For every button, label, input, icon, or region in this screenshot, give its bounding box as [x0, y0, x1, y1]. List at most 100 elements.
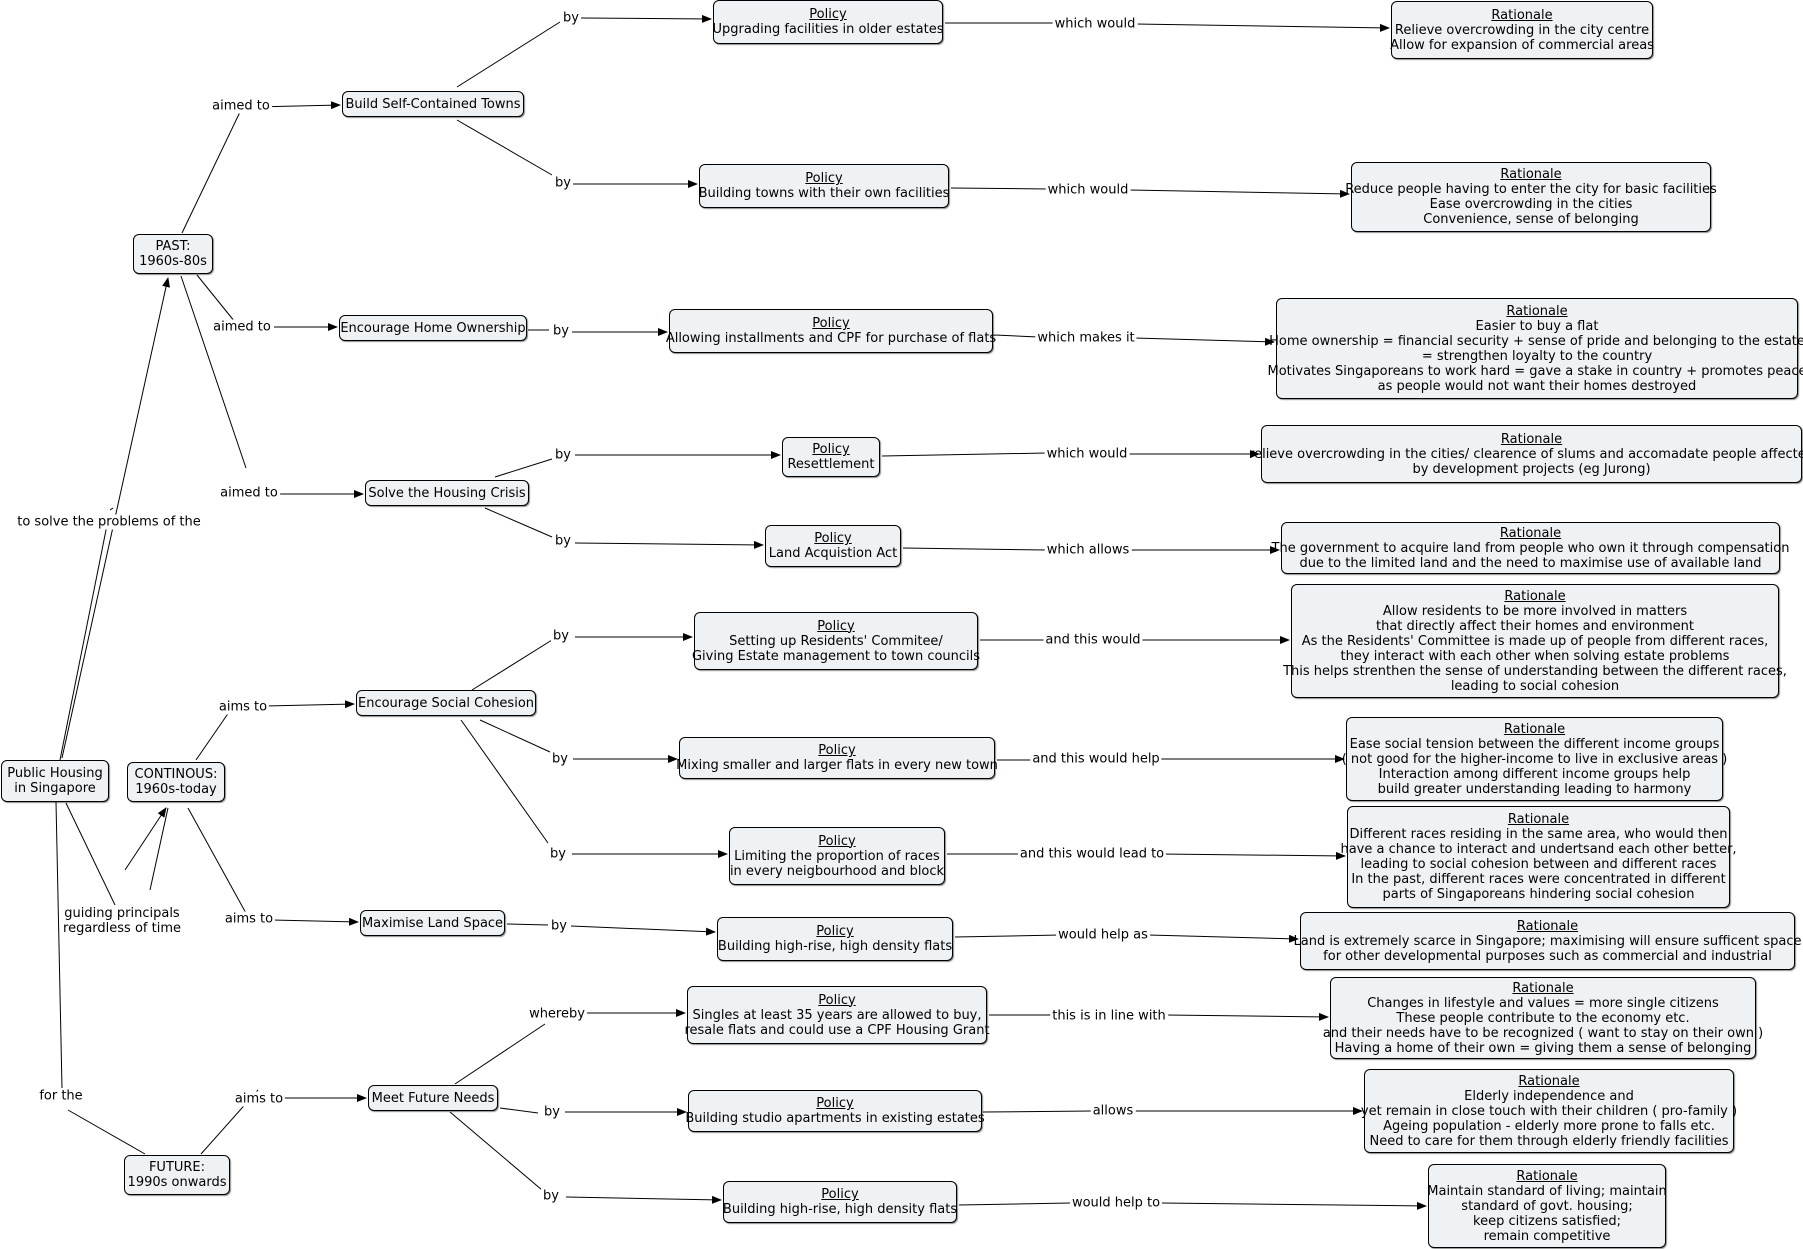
node-text-line: as people would not want their homes des…: [1377, 378, 1697, 394]
node-text-line: Limiting the proportion of races: [734, 848, 940, 864]
link-label-which-makes-it: which makes it: [1035, 330, 1137, 346]
node-text-line: leading to social cohesion: [1450, 678, 1620, 694]
node-header: Policy: [818, 833, 856, 849]
node-past[interactable]: PAST:1960s-80s: [133, 234, 213, 274]
link-label-aimed-to-2: aimed to: [211, 319, 273, 335]
node-text-line: Building studio apartments in existing e…: [685, 1111, 985, 1126]
arrow-connector: [124, 807, 167, 871]
node-text-line: This helps strenthen the sense of unders…: [1283, 663, 1787, 679]
node-text-line: Allow for expansion of commercial areas: [1390, 37, 1654, 53]
node-header: Policy: [816, 1096, 854, 1111]
node-home-ownership[interactable]: Encourage Home Ownership: [339, 315, 527, 341]
link-label-by-12: by: [541, 1188, 561, 1204]
link-label-which-would-1: which would: [1052, 16, 1138, 32]
link-label-by-8: by: [548, 846, 568, 862]
arrow-connector: [1165, 1012, 1329, 1021]
node-text-line: Build Self-Contained Towns: [345, 96, 521, 112]
node-text-line: Upgrading facilities in older estates: [712, 22, 944, 37]
node-text-line: Maintain standard of living; maintain: [1427, 1183, 1667, 1199]
connector-line: [187, 807, 248, 916]
node-text-line: resale flats and could use a CPF Housing…: [684, 1022, 990, 1038]
node-text-line: Easier to buy a flat: [1475, 318, 1599, 334]
node-text-line: Elderly independence and: [1464, 1088, 1634, 1104]
node-text-line: Ease overcrowding in the cities: [1429, 197, 1633, 212]
node-header: Rationale: [1518, 1073, 1580, 1089]
connector-line: [506, 923, 549, 926]
node-header: Policy: [812, 316, 850, 331]
link-label-line: regardless of time: [63, 921, 181, 936]
node-future[interactable]: FUTURE:1990s onwards: [124, 1155, 230, 1195]
node-text-line: Building high-rise, high density flats: [722, 1202, 958, 1217]
node-header: Policy: [818, 992, 856, 1008]
node-header: Policy: [809, 7, 847, 22]
connector-line: [954, 934, 1061, 938]
link-label-line: guiding principals: [64, 906, 180, 921]
node-header: Rationale: [1500, 167, 1562, 182]
node-text-line: for other developmental purposes such as…: [1323, 948, 1772, 964]
node-text-line: 1990s onwards: [127, 1175, 227, 1190]
connector-line: [456, 119, 553, 176]
link-label-by-2: by: [553, 175, 573, 191]
connector-line: [958, 1202, 1071, 1206]
arrow-connector: [1127, 189, 1350, 198]
node-text-line: ( not good for the higher-income to live…: [1341, 751, 1728, 767]
node-text-line: that directly affect their homes and env…: [1376, 618, 1694, 634]
node-text-line: remain competitive: [1483, 1228, 1611, 1244]
node-text-line: Convenience, sense of belonging: [1423, 212, 1639, 227]
node-future-needs[interactable]: Meet Future Needs: [368, 1085, 498, 1111]
node-header: Rationale: [1516, 1168, 1578, 1184]
link-label-and-this-would: and this would: [1043, 632, 1143, 648]
link-label-would-help-to: would help to: [1069, 1195, 1163, 1211]
node-text-line: Solve the Housing Crisis: [368, 485, 526, 501]
node-text-line: Ease social tension between the differen…: [1349, 736, 1720, 752]
node-text-line: by development projects (eg Jurong): [1412, 461, 1651, 477]
connector-line: [55, 801, 63, 1089]
node-text-line: Public Housing: [7, 766, 103, 781]
node-text-line: 1960s-today: [135, 782, 217, 797]
node-text-line: As the Residents' Committee is made up o…: [1301, 633, 1769, 649]
node-text-line: Reduce people having to enter the city f…: [1345, 182, 1717, 197]
node-build-towns[interactable]: Build Self-Contained Towns: [342, 91, 524, 117]
link-label-to-solve: to solve the problems of the: [15, 514, 203, 530]
node-text-line: build greater understanding leading to h…: [1377, 781, 1692, 797]
link-label-aimed-to-1: aimed to: [210, 98, 272, 114]
connector-line: [449, 1111, 543, 1191]
node-text-line: standard of govt. housing;: [1461, 1198, 1633, 1214]
node-text-line: Meet Future Needs: [371, 1090, 495, 1106]
node-continuous[interactable]: CONTINOUS:1960s-today: [127, 762, 225, 802]
node-social-cohesion[interactable]: Encourage Social Cohesion: [356, 690, 536, 716]
node-land-space[interactable]: Maximise Land Space: [360, 910, 505, 936]
node-header: Policy: [821, 1187, 859, 1202]
arrow-connector: [574, 540, 764, 549]
link-label-in-line-with: this is in line with: [1050, 1008, 1168, 1024]
node-text-line: Building high-rise, high density flats: [717, 939, 953, 954]
node-text-line: Resettlement: [787, 457, 875, 472]
node-text-line: Need to care for them through elderly fr…: [1369, 1133, 1729, 1149]
node-housing-crisis[interactable]: Solve the Housing Crisis: [365, 480, 529, 506]
